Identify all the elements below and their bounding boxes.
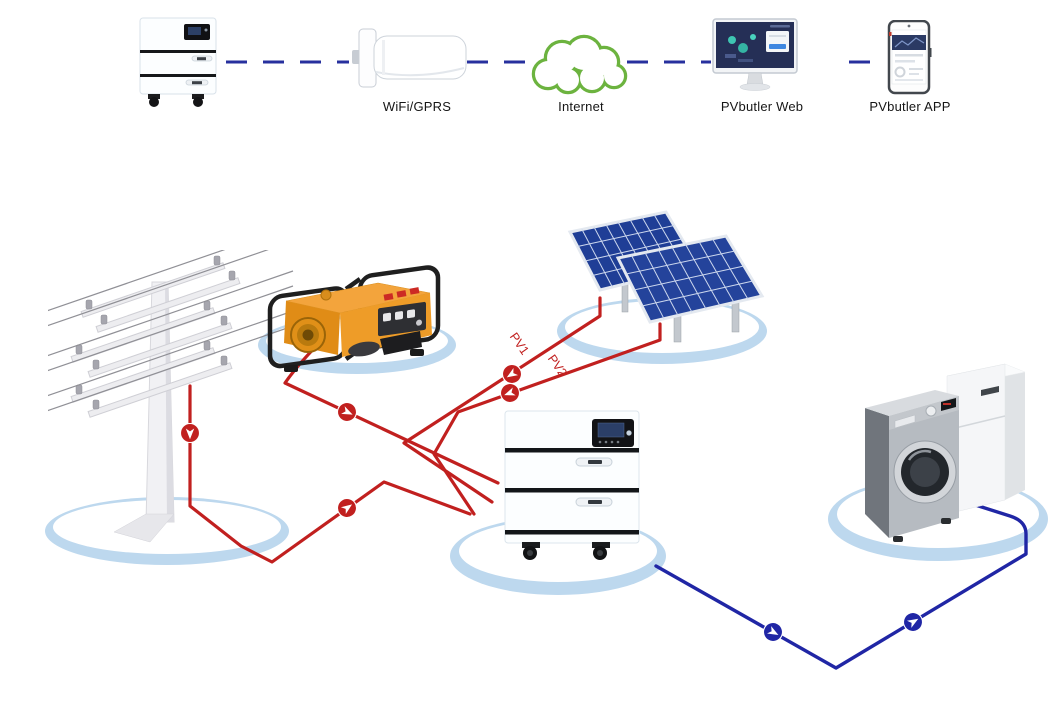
phone-icon (886, 20, 932, 96)
solar-panels-icon (550, 200, 775, 345)
load-flow-arrow-2 (899, 608, 927, 636)
wifi-gprs-dongle-icon (352, 28, 468, 92)
web-monitor-icon (712, 18, 798, 94)
load-flow-arrow-1 (759, 618, 787, 646)
grid-flow-arrow-2 (333, 494, 361, 522)
utility-pole-icon (48, 250, 298, 565)
appliances-icon (853, 350, 1038, 550)
generator-flow-arrow (333, 398, 361, 426)
pvbutler-app-label: PVbutler APP (869, 99, 951, 114)
ess-monitor-unit-icon (136, 16, 220, 108)
storage-system-icon (496, 403, 648, 565)
pv2-flow-arrow (497, 380, 523, 406)
pv1-cable-label: PV1 (507, 330, 532, 357)
pv1-flow-arrow (498, 360, 526, 388)
internet-label: Internet (558, 99, 604, 114)
internet-cloud-icon (528, 28, 632, 100)
pv2-cable-label: PV2 (545, 352, 570, 379)
wifi-gprs-label: WiFi/GPRS (382, 99, 452, 114)
pvbutler-web-label: PVbutler Web (720, 99, 804, 114)
generator-icon (260, 253, 460, 378)
